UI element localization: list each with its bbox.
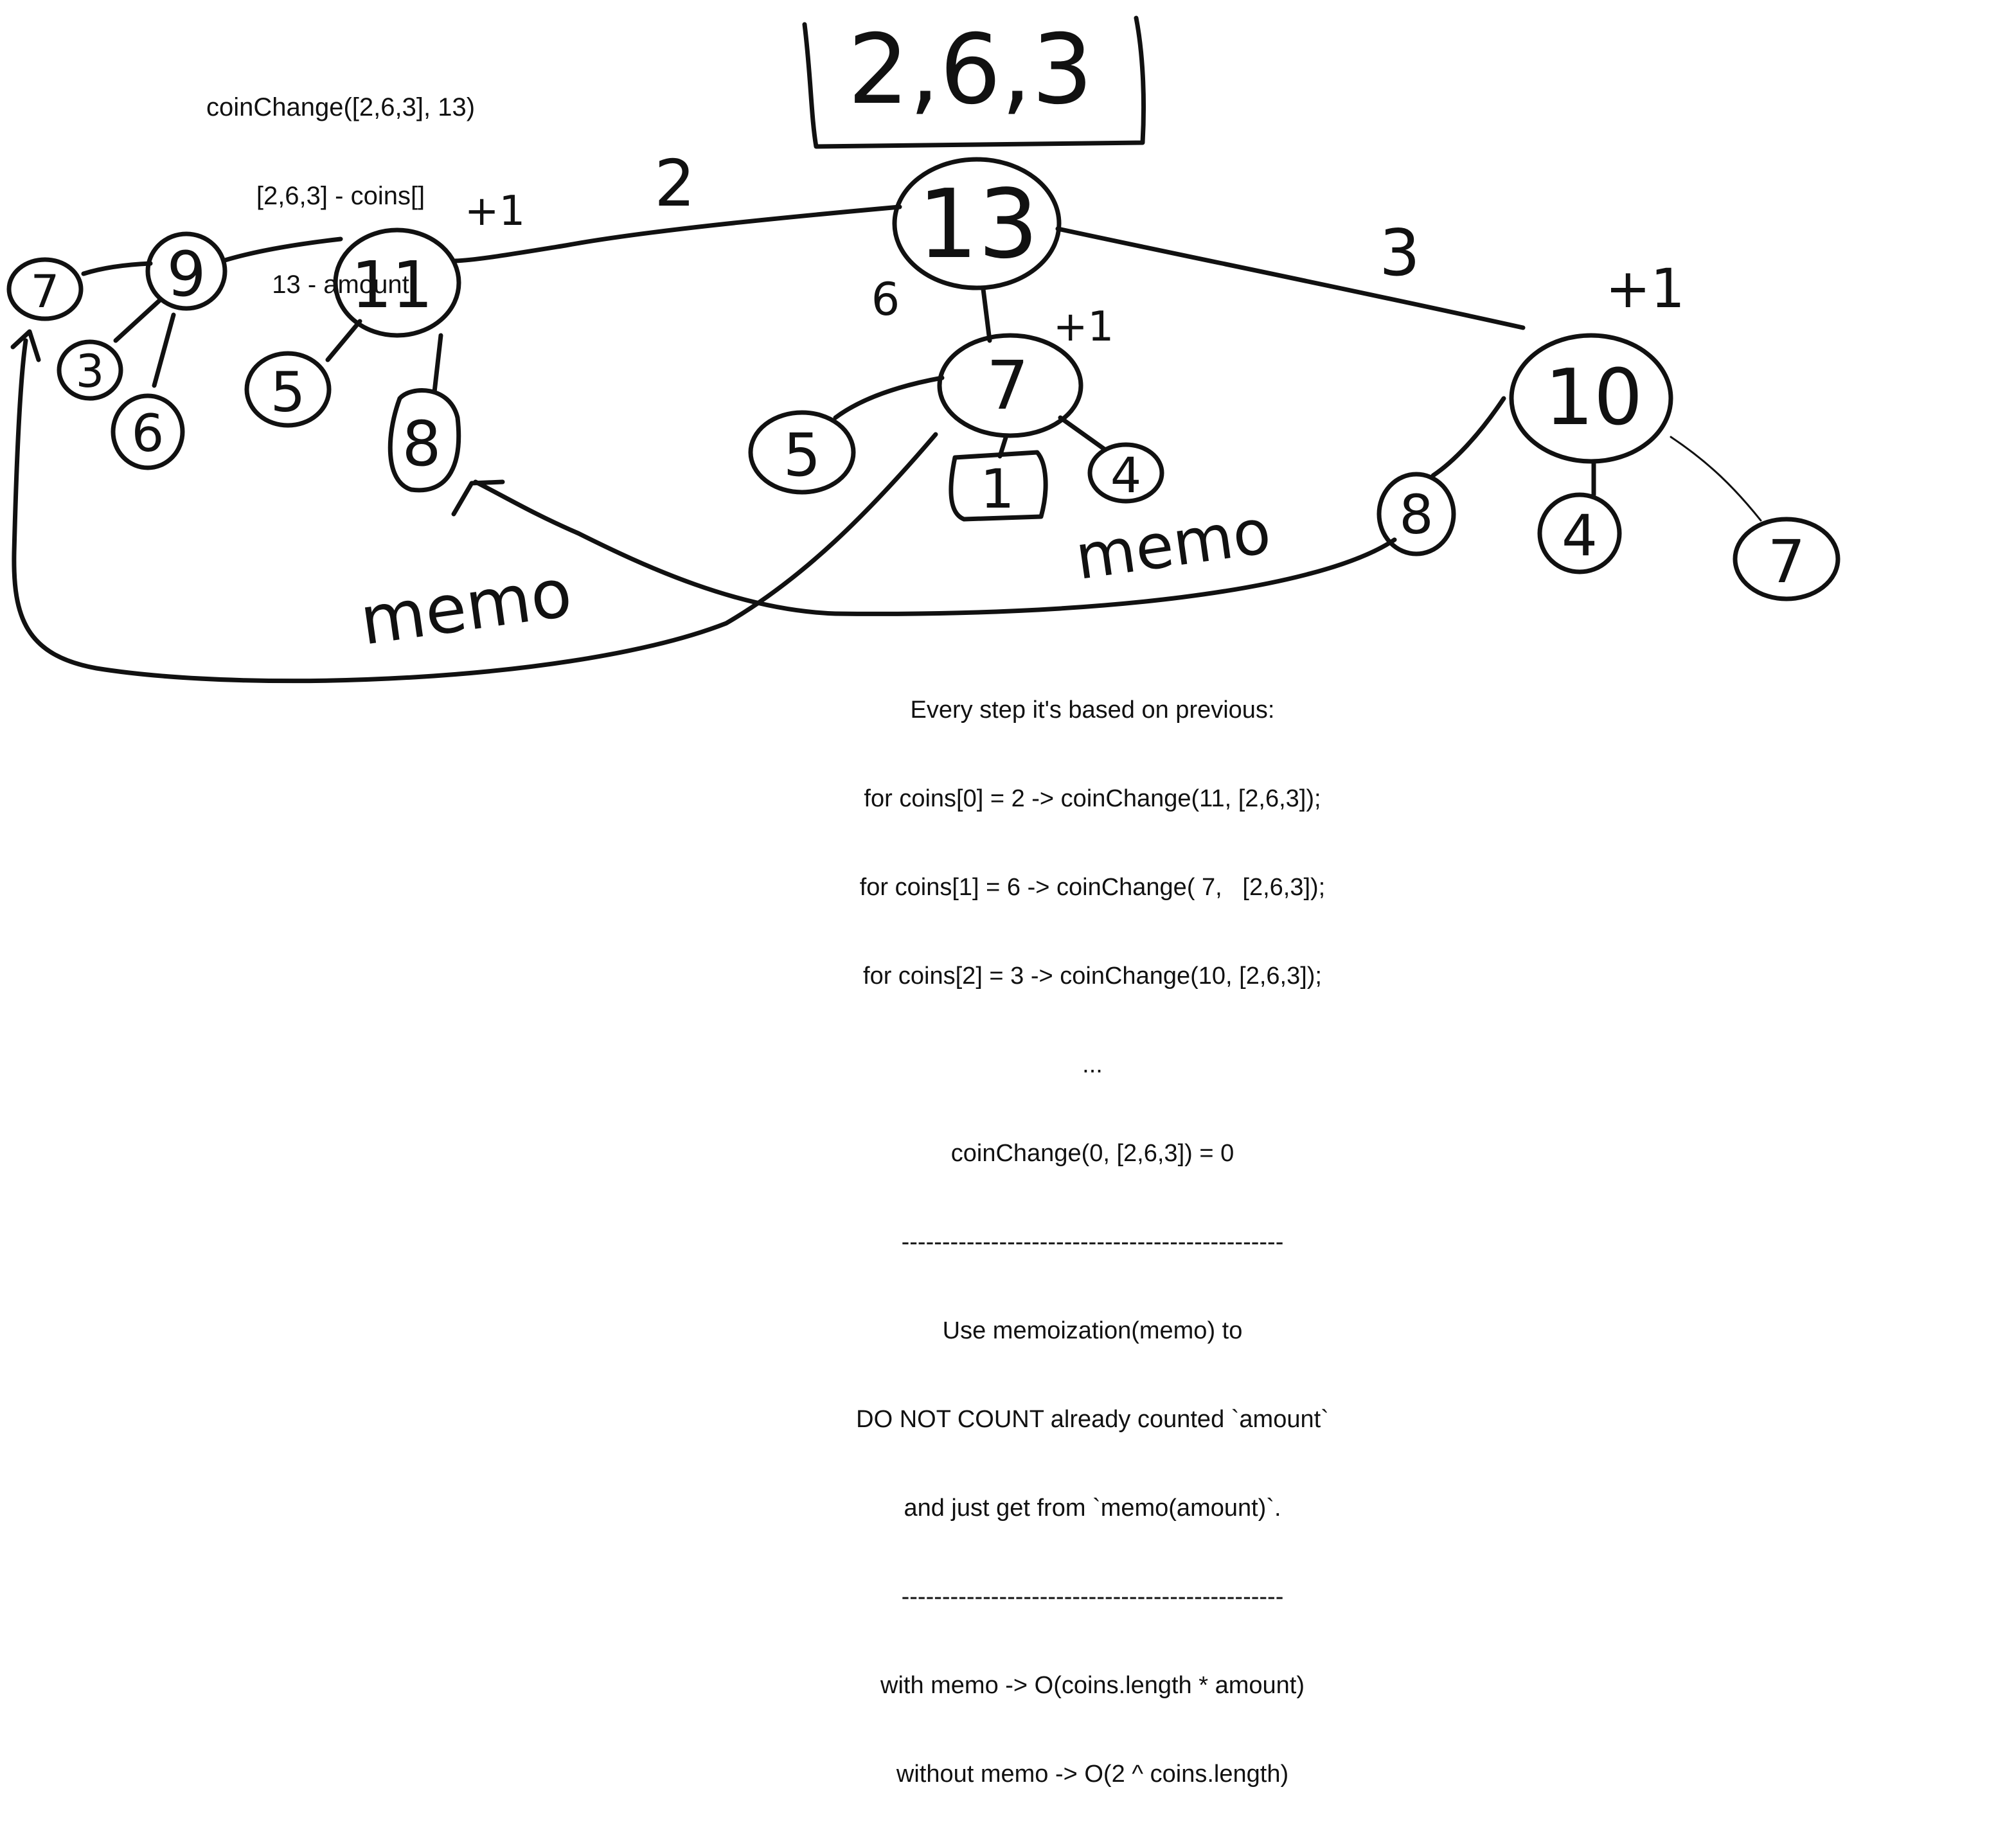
node-10-circle xyxy=(1509,333,1673,464)
node-4-middle-circle xyxy=(1087,442,1164,504)
memo-arrowhead-right xyxy=(451,479,505,517)
notes-line: DO NOT COUNT already counted `amount` xyxy=(856,1406,1329,1433)
edge-11-to-5 xyxy=(325,319,362,362)
node-5-left-label: 5 xyxy=(271,360,306,425)
notes-line: coinChange(0, [2,6,3]) = 0 xyxy=(950,1140,1234,1167)
node-7-right-label: 7 xyxy=(1768,528,1806,596)
header-line: coinChange([2,6,3], 13) xyxy=(206,93,476,121)
node-13-circle xyxy=(892,157,1062,290)
node-4-right-label: 4 xyxy=(1562,502,1598,569)
edge-10-to-8 xyxy=(1430,396,1506,478)
notes-line: Every step it's based on previous: xyxy=(910,697,1275,724)
edge-label-3: 3 xyxy=(1379,215,1420,290)
problem-header: coinChange([2,6,3], 13) [2,6,3] - coins[… xyxy=(148,33,533,359)
node-8-left-outline xyxy=(388,388,461,493)
edge-label-2: 2 xyxy=(654,146,695,221)
notes-divider: ----------------------------------------… xyxy=(901,1229,1284,1256)
node-13-label: 13 xyxy=(918,169,1038,280)
notes-line: for coins[2] = 3 -> coinChange(10, [2,6,… xyxy=(863,963,1322,990)
node-5-middle-circle xyxy=(748,410,856,495)
edge-root-to-7 xyxy=(981,287,992,343)
node-11-circle xyxy=(333,227,461,338)
node-5-left-circle xyxy=(244,351,332,428)
node-10-label: 10 xyxy=(1545,353,1643,443)
plus-one-label: +1 xyxy=(1053,303,1114,351)
node-3-small-label: 3 xyxy=(76,345,105,398)
node-7-middle-circle xyxy=(937,333,1083,438)
notes-line: ... xyxy=(1082,1051,1103,1078)
edge-11-to-9 xyxy=(222,236,343,263)
node-8-left-label: 8 xyxy=(402,408,441,480)
node-8-right-circle xyxy=(1377,472,1456,556)
edge-label-6: 6 xyxy=(871,273,900,326)
node-1-label: 1 xyxy=(980,458,1014,520)
node-3-small-circle xyxy=(57,339,123,401)
memo-arrowhead-left xyxy=(10,329,41,362)
node-8-right-label: 8 xyxy=(1399,483,1433,546)
coins-box-label: 2,6,3 xyxy=(848,14,1093,126)
node-6-small-label: 6 xyxy=(132,404,165,463)
node-1-outline xyxy=(949,450,1048,522)
notes-line: without memo -> O(2 ^ coins.length) xyxy=(896,1761,1289,1788)
memo-label-left: memo xyxy=(355,553,576,661)
node-9-label: 9 xyxy=(166,238,206,310)
node-7-small-circle xyxy=(6,257,84,321)
edge-9-to-6 xyxy=(152,312,176,388)
plus-one-label: +1 xyxy=(1605,257,1685,320)
recursion-tree-sketch: 2,6,3 13 11 7 10 9 5 8 7 3 6 5 1 4 8 4 7… xyxy=(6,14,1840,684)
diagram-canvas: coinChange([2,6,3], 13) [2,6,3] - coins[… xyxy=(6,14,1840,1788)
node-6-small-circle xyxy=(111,393,185,470)
node-4-middle-label: 4 xyxy=(1110,447,1141,504)
notes-line: with memo -> O(coins.length * amount) xyxy=(880,1672,1305,1699)
notes-divider: ----------------------------------------… xyxy=(901,1583,1284,1610)
node-4-right-circle xyxy=(1537,492,1622,574)
plus-one-label: +1 xyxy=(465,188,525,235)
edge-7-to-4 xyxy=(1058,415,1108,452)
memo-arrow-left xyxy=(12,338,938,684)
notes-line: Use memoization(memo) to xyxy=(942,1317,1243,1344)
edge-9-to-7 xyxy=(81,261,153,276)
notes-line: and just get from `memo(amount)`. xyxy=(904,1495,1281,1522)
notes-line: for coins[1] = 6 -> coinChange( 7, [2,6,… xyxy=(859,874,1326,901)
node-7-small-label: 7 xyxy=(31,265,60,318)
memo-arrow-right xyxy=(473,479,1397,616)
edge-11-to-8 xyxy=(432,333,443,395)
edge-10-to-7 xyxy=(1670,436,1762,522)
notes-line: for coins[0] = 2 -> coinChange(11, [2,6,… xyxy=(864,785,1321,812)
node-11-label: 11 xyxy=(351,247,432,323)
node-7-right-circle xyxy=(1733,517,1840,601)
node-9-circle xyxy=(145,231,227,311)
explanation-notes: Every step it's based on previous: for c… xyxy=(668,636,1517,1848)
edge-9-to-3 xyxy=(113,297,163,343)
header-line: [2,6,3] - coins[] xyxy=(256,182,425,210)
coins-box-outline xyxy=(802,15,1146,149)
node-5-middle-label: 5 xyxy=(783,421,821,490)
edge-root-to-11 xyxy=(452,204,902,263)
edge-root-to-10 xyxy=(1055,226,1526,330)
edge-7-to-5 xyxy=(833,375,945,420)
memo-label-right: memo xyxy=(1071,495,1275,594)
node-7-middle-label: 7 xyxy=(986,346,1029,425)
